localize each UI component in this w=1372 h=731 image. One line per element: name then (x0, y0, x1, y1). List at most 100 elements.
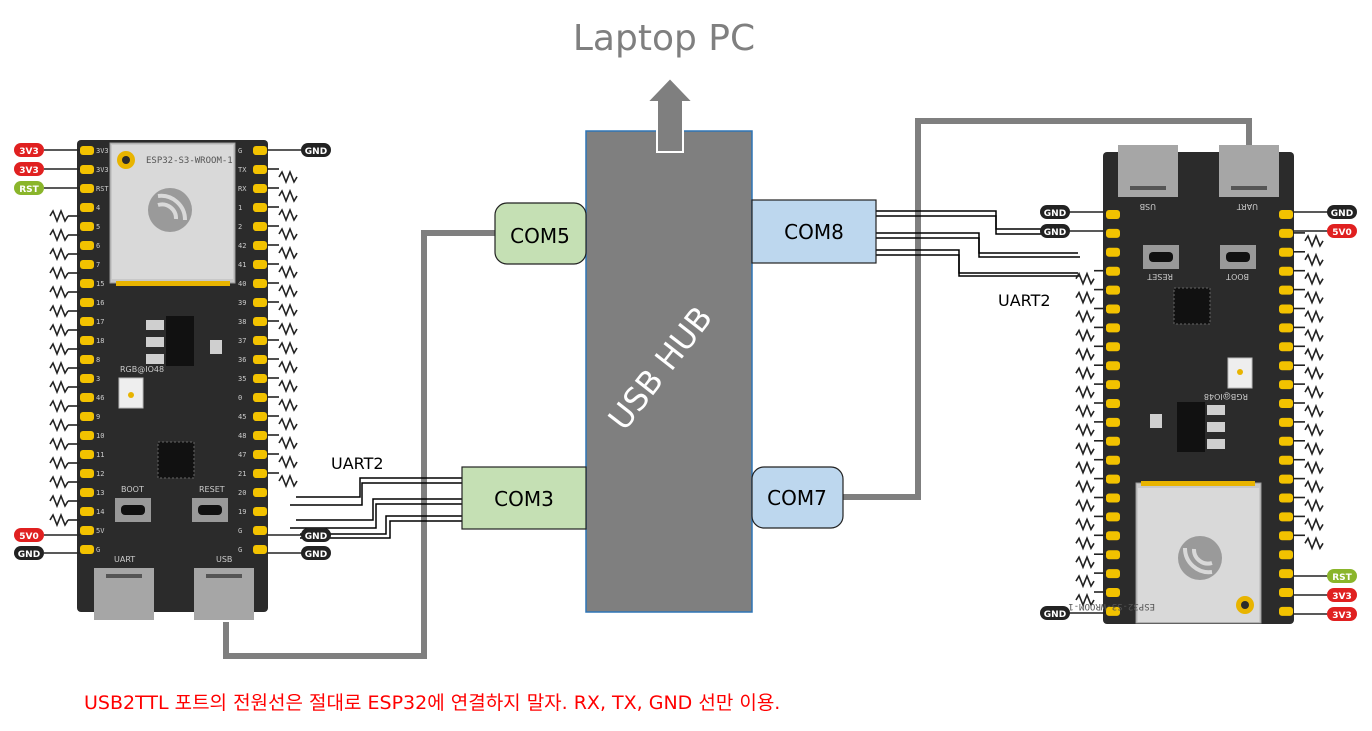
unconnected-pin-icon (49, 248, 69, 260)
pin-left-15 (1106, 474, 1120, 484)
svg-text:RST: RST (1332, 573, 1352, 583)
pin-left-13 (80, 374, 94, 383)
unconnected-pin-icon (278, 285, 298, 297)
pin-left-12 (1106, 417, 1120, 427)
pin-label: 3 (96, 375, 100, 383)
left-module-label: ESP32-S3-WROOM-1 (146, 156, 233, 166)
pin-left-17 (1106, 512, 1120, 522)
usb-cable-left (223, 230, 496, 659)
right-usb-port-label: USB (1140, 202, 1156, 211)
unconnected-pin-icon (278, 171, 298, 183)
port-com3[interactable]: COM3 (461, 466, 587, 530)
pin-right-12 (1279, 417, 1293, 427)
unconnected-pin-icon (1075, 480, 1095, 493)
pin-label: 14 (96, 508, 104, 516)
unconnected-pin-icon (49, 495, 69, 507)
pin-label: G (238, 147, 242, 155)
pin-right-7 (253, 260, 267, 269)
pin-left-10 (80, 317, 94, 326)
svg-text:3V3: 3V3 (1332, 611, 1352, 621)
port-com5-label: COM5 (510, 224, 570, 248)
pin-left-7 (1106, 323, 1120, 333)
pin-left-2 (1106, 228, 1120, 238)
port-com3-label: COM3 (494, 487, 554, 511)
power-tag: GND (1327, 205, 1357, 219)
pin-right-18 (253, 469, 267, 478)
pin-right-5 (253, 222, 267, 231)
pin-label: 16 (96, 299, 104, 307)
pin-right-15 (253, 412, 267, 421)
pin-left-2 (80, 165, 94, 174)
pin-label: 7 (96, 261, 100, 269)
power-tag: 5V0 (14, 528, 44, 542)
pin-label: 17 (96, 318, 104, 326)
pin-right-4 (1279, 266, 1293, 276)
pin-label: 8 (96, 356, 100, 364)
pin-right-13 (1279, 436, 1293, 446)
svg-text:GND: GND (305, 550, 327, 560)
pin-label: 40 (238, 280, 246, 288)
pin-right-22 (1279, 606, 1293, 616)
pin-right-18 (1279, 531, 1293, 541)
pin-right-6 (253, 241, 267, 250)
svg-text:3V3: 3V3 (1332, 592, 1352, 602)
pin-left-13 (1106, 436, 1120, 446)
unconnected-pin-icon (49, 324, 69, 336)
pin-label: 21 (238, 470, 246, 478)
pin-label: 1 (238, 204, 242, 212)
left-uart-port-label: UART (114, 555, 135, 564)
uart-wires-left (290, 477, 462, 539)
svg-text:GND: GND (1331, 209, 1353, 219)
pin-right-7 (1279, 323, 1293, 333)
pin-right-2 (253, 165, 267, 174)
pin-right-22 (253, 545, 267, 554)
unconnected-pin-icon (278, 456, 298, 468)
unconnected-pin-icon (49, 419, 69, 431)
pin-label: 39 (238, 299, 246, 307)
svg-text:GND: GND (305, 147, 327, 157)
unconnected-pin-icon (1075, 518, 1095, 531)
unconnected-pin-icon (278, 399, 298, 411)
pin-label: 18 (96, 337, 104, 345)
pin-label: 6 (96, 242, 100, 250)
unconnected-pin-icon (278, 209, 298, 221)
port-com5[interactable]: COM5 (494, 202, 587, 265)
pin-right-3 (1279, 247, 1293, 257)
pin-right-4 (253, 203, 267, 212)
pin-left-6 (1106, 304, 1120, 314)
unconnected-pin-icon (49, 362, 69, 374)
unconnected-pin-icon (49, 343, 69, 355)
svg-text:GND: GND (1044, 610, 1066, 620)
port-com8[interactable]: COM8 (751, 199, 877, 264)
pin-left-22 (1106, 606, 1120, 616)
unconnected-pin-icon (278, 361, 298, 373)
pin-right-9 (253, 298, 267, 307)
svg-text:5V0: 5V0 (19, 532, 39, 542)
unconnected-pin-icon (49, 476, 69, 488)
power-tag: GND (14, 546, 44, 560)
pin-label: G (96, 546, 100, 554)
pin-left-16 (1106, 493, 1120, 503)
svg-text:GND: GND (18, 550, 40, 560)
pin-right-10 (253, 317, 267, 326)
unconnected-pin-icon (1075, 424, 1095, 436)
pin-left-10 (1106, 380, 1120, 390)
pin-left-3 (1106, 247, 1120, 257)
pin-left-9 (1106, 361, 1120, 371)
unconnected-pin-icon (1304, 480, 1324, 493)
unconnected-pin-icon (1304, 424, 1324, 436)
pin-left-15 (80, 412, 94, 421)
pin-label: 13 (96, 489, 104, 497)
left-usb-port-label: USB (216, 555, 232, 564)
unconnected-pin-icon (49, 286, 69, 298)
pin-label: 12 (96, 470, 104, 478)
pin-left-20 (1106, 569, 1120, 579)
pin-right-15 (1279, 474, 1293, 484)
right-reset-label: RESET (1147, 272, 1173, 281)
port-com7[interactable]: COM7 (751, 466, 844, 529)
unconnected-pin-icon (1304, 348, 1324, 361)
pin-left-11 (80, 336, 94, 345)
pin-right-2 (1279, 228, 1293, 238)
esp32-board-left: 3V33V3RST4567151617188346910111213145VG … (49, 140, 298, 620)
svg-text:GND: GND (1044, 209, 1066, 219)
